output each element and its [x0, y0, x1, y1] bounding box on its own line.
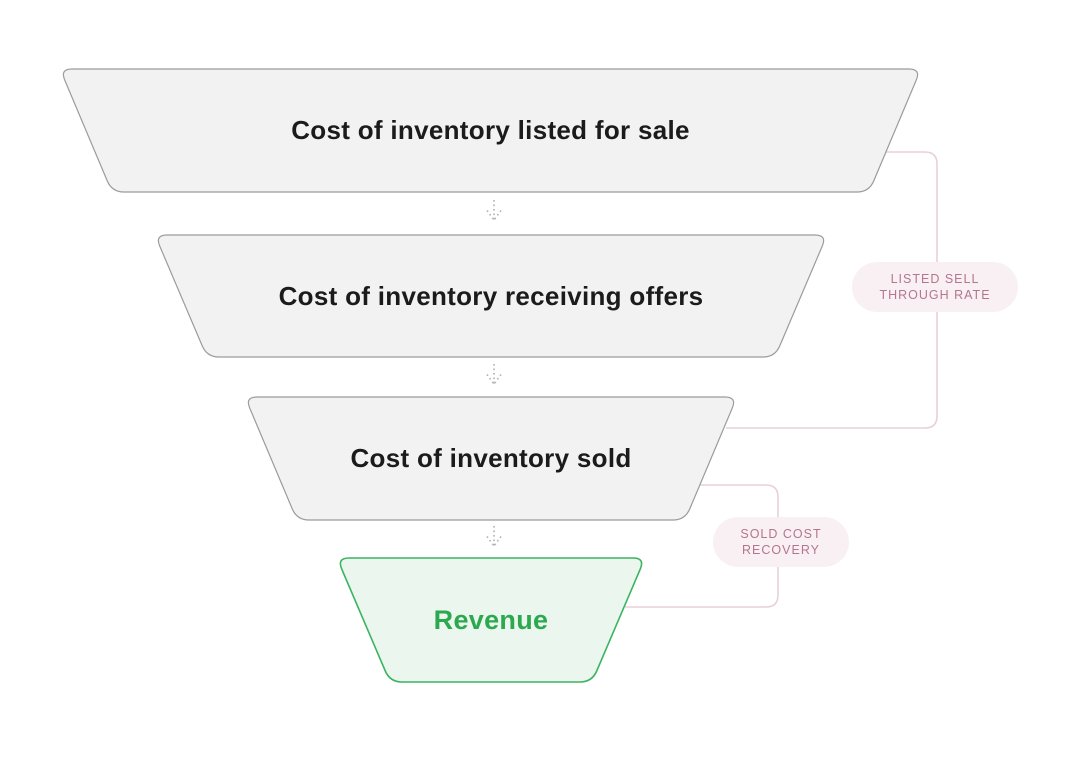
- funnel-stage-shape-listed: [62, 68, 919, 193]
- badge-sold-cost-recovery: SOLD COST RECOVERY: [713, 517, 849, 567]
- badge-text-line: THROUGH RATE: [879, 288, 991, 302]
- funnel-stage-shape-offers: [157, 234, 825, 358]
- badge-text-line: LISTED SELL: [890, 272, 980, 286]
- badge-text-line: SOLD COST: [740, 527, 822, 541]
- funnel-stage-shape-revenue: [339, 557, 643, 683]
- dotted-arrow-down-icon: [486, 200, 502, 221]
- dotted-arrow-down-icon: [486, 526, 502, 547]
- dotted-arrow-down-icon: [486, 364, 502, 385]
- badge-listed-sell-through-rate: LISTED SELL THROUGH RATE: [852, 262, 1018, 312]
- badge-text-line: RECOVERY: [742, 543, 820, 557]
- funnel-stage-shape-sold: [247, 396, 735, 521]
